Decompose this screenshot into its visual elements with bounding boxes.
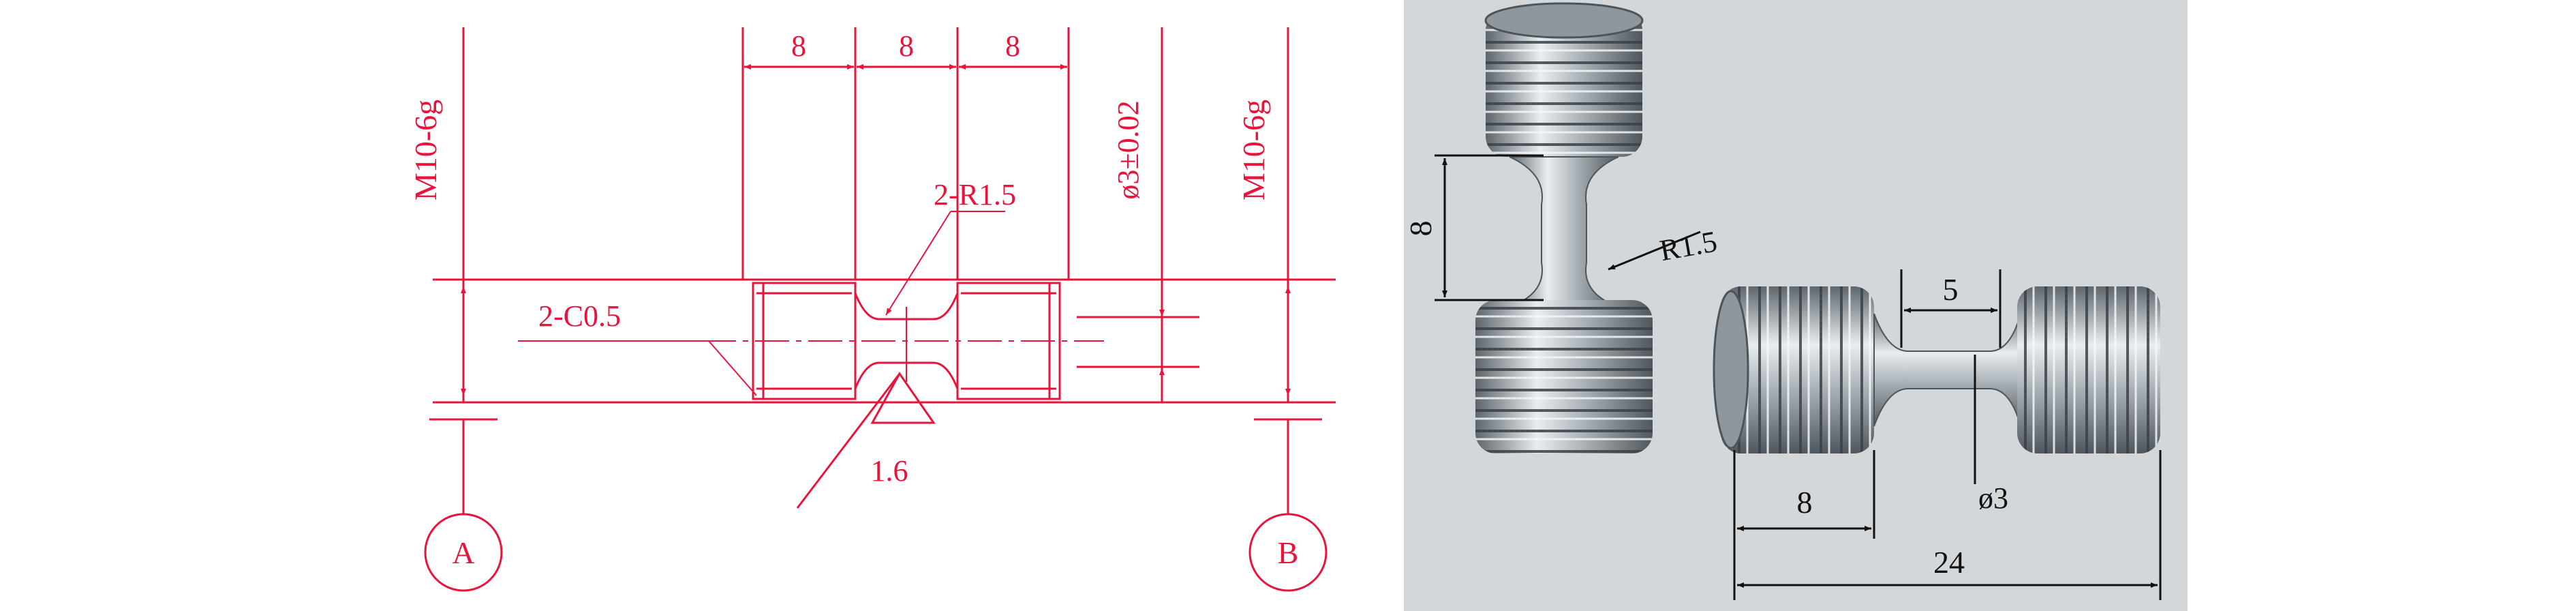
vertical-specimen <box>1475 2 1653 453</box>
photo-thread-length: 8 <box>1797 485 1813 520</box>
roughness-leader <box>796 373 901 509</box>
specimen-photo: 8 R1.5 5 8 ø3 24 <box>1403 0 2188 611</box>
datum-a-letter: A <box>452 535 474 570</box>
roughness-value: 1.6 <box>871 454 908 488</box>
photo-gauge-length: 5 <box>1943 272 1959 307</box>
roughness-triangle <box>870 372 936 424</box>
dim-left-length: 8 <box>791 29 806 63</box>
horizontal-specimen <box>1713 286 2160 453</box>
datum-b-letter: B <box>1278 535 1299 570</box>
chamfer-label: 2-C0.5 <box>538 299 621 333</box>
diameter-tolerance-label: ø3±0.02 <box>1111 100 1145 199</box>
chamfer-leader-diagonal <box>708 340 757 396</box>
datum-b-circle <box>1248 513 1328 592</box>
left-thread-body <box>752 282 857 400</box>
dim-mid-length: 8 <box>899 29 914 63</box>
fillet-leader-diagonal <box>885 211 951 316</box>
photo-total-length: 24 <box>1933 545 1965 580</box>
left-thread-label: M10-6g <box>408 100 443 200</box>
datum-a-circle <box>424 513 503 592</box>
right-thread-label: M10-6g <box>1236 100 1271 200</box>
fillet-label: 2-R1.5 <box>934 178 1016 211</box>
dim-right-length: 8 <box>1005 29 1020 63</box>
photo-annotations <box>1435 154 2162 600</box>
engineering-drawing: 8 8 8 M10-6g M10-6g ø3±0.02 2-R1.5 2-C <box>408 27 1336 592</box>
photo-diameter: ø3 <box>1978 481 2008 515</box>
photo-vertical-length: 8 <box>1403 221 1438 237</box>
